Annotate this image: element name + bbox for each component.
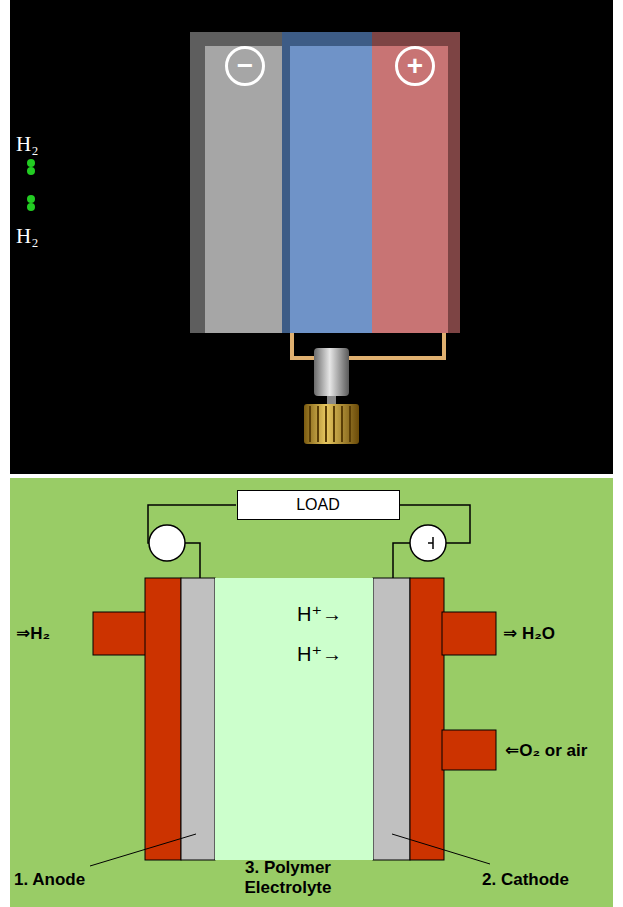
leader-line (392, 834, 490, 864)
cathode-back (372, 32, 460, 333)
leader-line (90, 834, 196, 866)
cathode-layer (373, 578, 410, 860)
node-text: + (407, 52, 423, 80)
gas-label: H₂ (16, 132, 39, 157)
gas-label: H₂ (16, 224, 39, 249)
wire (349, 333, 444, 358)
wire (185, 543, 200, 578)
motor-shaft (327, 396, 336, 404)
terminal-sign: + (395, 46, 435, 86)
gear (304, 404, 359, 444)
wire (292, 333, 314, 358)
dark-background (10, 0, 613, 474)
anode-plate (145, 578, 181, 860)
motor-body (314, 348, 349, 396)
flow-label: ⇐O₂ or air (505, 740, 587, 761)
green-background (10, 478, 613, 907)
part-label: 1. Anode (14, 870, 85, 890)
anode-face (205, 46, 282, 333)
flow-label: ⇒H₂ (16, 623, 50, 644)
node-text: H⁺→ (297, 642, 373, 666)
hydrogen-atom (27, 203, 35, 211)
hydrogen-atom (27, 167, 35, 175)
node-text: LOAD (296, 496, 340, 514)
hydrogen-inlet (93, 612, 147, 655)
part-label: 3. Polymer Electrolyte (213, 858, 363, 898)
anode-back (190, 32, 282, 333)
wire (393, 543, 410, 578)
meter-mark (428, 542, 433, 544)
hydrogen-atom (27, 159, 35, 167)
gear-teeth (310, 406, 350, 442)
cathode-plate (410, 578, 444, 860)
gear-tooth (333, 406, 335, 442)
gear-tooth (341, 406, 343, 442)
anode-layer (181, 578, 215, 860)
part-label: 2. Cathode (482, 870, 569, 890)
meter-circle (410, 525, 446, 561)
node-text: − (237, 52, 253, 80)
load-box: LOAD (237, 490, 400, 520)
gear-tooth (325, 406, 327, 442)
gear-tooth (349, 406, 351, 442)
gear-tooth (309, 406, 311, 442)
water-outlet (442, 612, 496, 655)
electrolyte-band: H⁺→ H⁺→ (215, 578, 373, 860)
hydrogen-atom (27, 195, 35, 203)
cathode-face (372, 46, 448, 333)
node-text: H⁺→ (297, 602, 373, 626)
terminal-sign: − (225, 46, 265, 86)
electrolyte-face (290, 46, 372, 333)
oxygen-inlet (442, 730, 496, 770)
flow-label: ⇒ H₂O (503, 623, 555, 644)
electrolyte-back (282, 32, 372, 333)
gear-tooth (317, 406, 319, 442)
meter-circle (149, 525, 185, 561)
